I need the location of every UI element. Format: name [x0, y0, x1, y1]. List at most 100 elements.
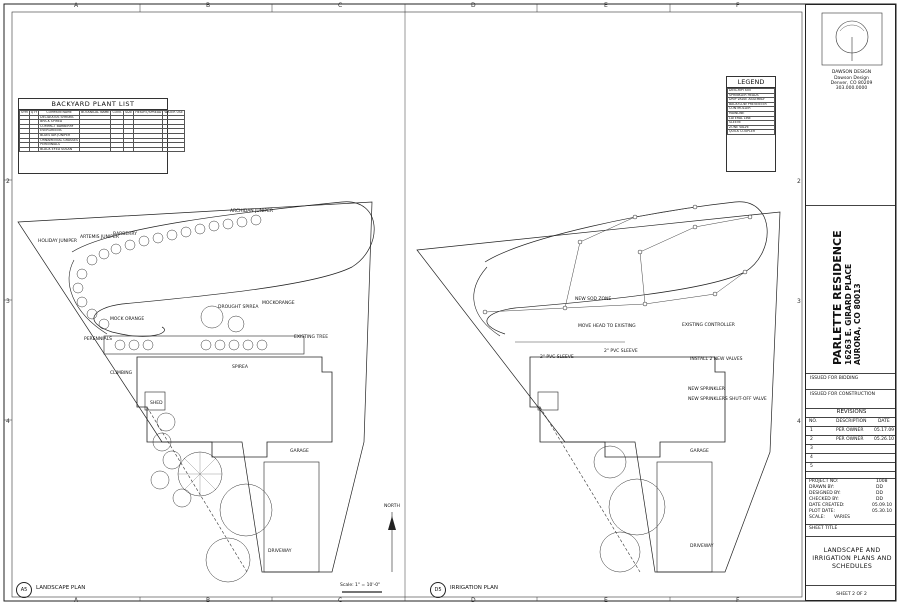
- rev-no: 2: [810, 437, 813, 442]
- rev-header: DATE: [878, 419, 890, 424]
- irrigation-legend: LEGEND DESCRIPTION SPRINKLER HEADS DRIP …: [726, 76, 776, 172]
- rev-header: DESCRIPTION: [836, 419, 867, 424]
- shed-label: SHED: [150, 401, 163, 406]
- project-address: 16263 E. GIRARD PLACE: [844, 263, 853, 365]
- grid-letter-f: F: [736, 2, 740, 9]
- issued-construction-label: ISSUED FOR CONSTRUCTION: [810, 392, 875, 397]
- plant-list-row: ORNAMENTAL GRASSES: [19, 137, 185, 144]
- annotation-label: NEW SPRINKLER: [688, 387, 725, 392]
- sheet-title: LANDSCAPE AND IRRIGATION PLANS AND SCHED…: [812, 547, 892, 570]
- property-line: [416, 211, 781, 573]
- plant-list-row: BLACK EYED SUSAN: [19, 146, 185, 153]
- plant-list-header-row: SYM QTY COMMON NAME BOTANICAL NAME CONT.…: [19, 110, 185, 116]
- annotation-label: 2" PVC SLEEVE: [604, 349, 638, 354]
- grid-number-2: 2: [6, 178, 10, 185]
- info-label: DATE CREATED:: [809, 503, 845, 508]
- grid-letter-e-bottom: E: [604, 597, 608, 604]
- rev-no: 1: [810, 428, 813, 433]
- grid-number-3: 3: [6, 298, 10, 305]
- issued-bidding-label: ISSUED FOR BIDDING: [810, 376, 859, 381]
- rev-date: 05.26.10: [874, 437, 895, 442]
- revisions-title: REVISIONS: [836, 409, 867, 415]
- plant-list-table: SYM QTY COMMON NAME BOTANICAL NAME CONT.…: [19, 110, 185, 153]
- annotation-label: 2" PVC SLEEVE: [540, 355, 574, 360]
- grid-number-4: 4: [6, 418, 10, 425]
- project-city: AURORA, CO 80013: [853, 283, 862, 365]
- project-name: PARLETTE RESIDENCE: [831, 230, 844, 365]
- annotation-label: MOVE HEAD TO EXISTING: [578, 324, 636, 329]
- sheet-title-label: SHEET TITLE: [809, 526, 838, 531]
- grid-number-4-right: 4: [797, 418, 801, 425]
- firm-name: DAWSON DESIGN: [831, 70, 872, 75]
- grid-letter-d-bottom: D: [471, 597, 476, 604]
- annotation-label: NEW SPRINKLERS SHUT-OFF VALVE: [688, 397, 767, 402]
- grid-number-3-right: 3: [797, 298, 801, 305]
- info-value: DD: [876, 491, 883, 496]
- grid-letter-c-bottom: C: [338, 597, 343, 604]
- grid-letter-a-bottom: A: [74, 597, 79, 604]
- annotation-label: NEW SOD ZONE: [575, 297, 612, 302]
- plant-list-schedule: BACKYARD PLANT LIST SYM QTY COMMON NAME …: [18, 98, 185, 174]
- annotation-label: SPIREA: [232, 365, 248, 370]
- grid-number-2-right: 2: [797, 178, 801, 185]
- legend-title: LEGEND: [727, 77, 775, 88]
- landscape-plan-drawing: [17, 201, 396, 593]
- tree-symbols: [150, 412, 273, 583]
- grid-letter-f-bottom: F: [736, 597, 740, 604]
- irrigation-plan-drawing: [416, 201, 781, 573]
- rev-desc: PER OWNER: [836, 428, 864, 433]
- annotation-label: INSTALL 2 NEW VALVES: [690, 357, 743, 362]
- grid-letter-b-bottom: B: [206, 597, 211, 604]
- info-label: PROJECT NO:: [809, 479, 839, 484]
- driveway-label: DRIVEWAY: [690, 544, 714, 549]
- info-label: PLOT DATE:: [809, 509, 836, 514]
- info-value: DD: [876, 485, 883, 490]
- info-label: CHECKED BY:: [809, 497, 839, 502]
- plan-number-bubble: D5: [430, 582, 446, 598]
- planting-bed-edge: [71, 201, 375, 337]
- driveway-label: DRIVEWAY: [268, 549, 292, 554]
- annotation-label: EXISTING CONTROLLER: [682, 323, 735, 328]
- driveway: [656, 461, 713, 573]
- grid-letter-b: B: [206, 2, 211, 9]
- north-label: NORTH: [384, 504, 400, 509]
- plant-list-title: BACKYARD PLANT LIST: [19, 99, 167, 110]
- grid-letter-e: E: [604, 2, 608, 9]
- sheet-number: SHEET 2 OF 2: [836, 592, 867, 597]
- rev-desc: PER OWNER: [836, 437, 864, 442]
- driveway: [263, 461, 320, 573]
- info-label: SCALE:: [809, 515, 825, 520]
- legend-table: DESCRIPTION SPRINKLER HEADS DRIP VALVE A…: [727, 88, 775, 135]
- garage-label: GARAGE: [690, 449, 709, 454]
- title-block: DAWSON DESIGN Dawson Design Denver, CO 8…: [805, 4, 896, 601]
- plan-title: LANDSCAPE PLAN: [36, 585, 86, 591]
- sod-zone-edge: [484, 201, 768, 335]
- scale-label: Scale: 1" = 10'-0": [340, 583, 381, 588]
- info-value: DD: [876, 497, 883, 502]
- firm-line: 303.000.0000: [835, 86, 868, 91]
- annotation-label: BARBERRY: [113, 232, 137, 237]
- info-value: 1008: [876, 479, 888, 484]
- rev-date: 05.17.09: [874, 428, 895, 433]
- legend-row: QUICK COUPLER: [727, 129, 775, 135]
- firm-line: Dawson Design: [834, 76, 869, 81]
- plan-number-bubble: A5: [16, 582, 32, 598]
- annotation-label: ARCHIDAN JUNIPER: [230, 209, 274, 214]
- grid-letter-d: D: [471, 2, 476, 9]
- info-value: 05.30.10: [872, 509, 893, 514]
- rev-header: NO.: [809, 419, 818, 424]
- rev-no: 5: [810, 464, 813, 469]
- plan-title: IRRIGATION PLAN: [450, 585, 499, 591]
- annotation-label: HOLIDAY JUNIPER: [38, 239, 78, 244]
- north-arrow: [388, 512, 396, 572]
- garage-label: GARAGE: [290, 449, 309, 454]
- firm-line: Denver, CO 80209: [830, 81, 873, 86]
- lateral-lines: [484, 206, 751, 343]
- annotation-label: MOCKORANGE: [262, 301, 295, 306]
- annotation-label: PERENNIALS: [84, 337, 113, 342]
- shrub-symbols: [72, 214, 262, 330]
- annotation-label: EXISTING TREE: [294, 335, 329, 340]
- spray-coverage: [593, 445, 666, 573]
- firm-logo: [821, 12, 883, 66]
